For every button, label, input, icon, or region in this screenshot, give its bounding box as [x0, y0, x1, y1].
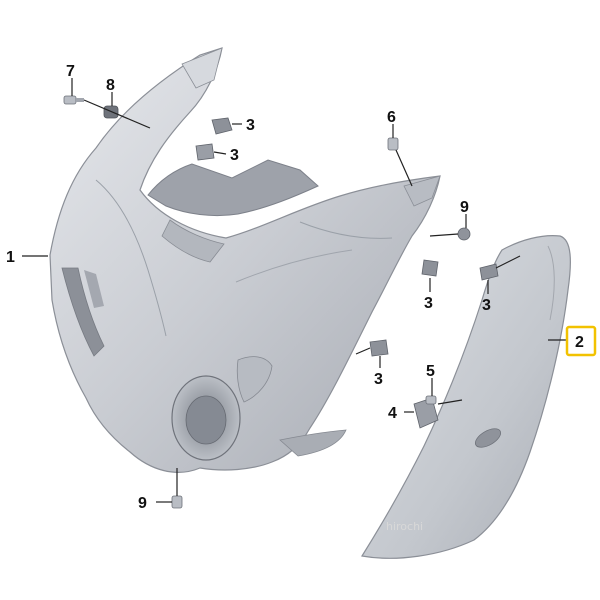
leader-7-axis	[83, 99, 151, 129]
leader-lines	[22, 78, 566, 503]
watermark-text: hirochi	[386, 520, 423, 533]
side-panel-part	[361, 235, 571, 559]
leader-3b	[213, 151, 227, 155]
callout-2: 2	[575, 334, 584, 351]
callout-5: 5	[426, 363, 435, 380]
leader-3e-axis	[355, 347, 371, 355]
leader-3d-axis	[495, 255, 521, 269]
callout-1: 1	[6, 249, 15, 266]
clip-3-upper	[195, 117, 233, 161]
screw-5	[425, 395, 437, 405]
hardware-items	[63, 95, 499, 509]
callout-3-lower: 3	[374, 371, 383, 388]
callout-7: 7	[66, 63, 75, 80]
callout-9-lower: 9	[138, 495, 147, 512]
part-2-highlight-box	[565, 325, 597, 357]
callout-6: 6	[387, 109, 396, 126]
callout-4: 4	[388, 405, 397, 422]
leader-9a-axis	[429, 233, 459, 237]
front-fairing-part	[49, 47, 441, 473]
bolt-9-lower	[171, 495, 183, 509]
clip-3-mid	[369, 259, 499, 357]
callout-3-mid-left: 3	[424, 295, 433, 312]
callout-labels: 1 2 3 3 3 3 3 4 5 6 7 8 9 9	[6, 63, 584, 512]
callout-9-upper: 9	[460, 199, 469, 216]
bolt-7	[63, 95, 84, 105]
callout-8: 8	[106, 77, 115, 94]
nut-9-upper	[457, 227, 471, 241]
callout-3-mid-right: 3	[482, 297, 491, 314]
callout-3-upper-b: 3	[230, 147, 239, 164]
leader-4-axis	[437, 399, 463, 405]
leader-6-axis	[395, 149, 413, 187]
callout-3-upper-a: 3	[246, 117, 255, 134]
bolt-6	[387, 137, 399, 151]
